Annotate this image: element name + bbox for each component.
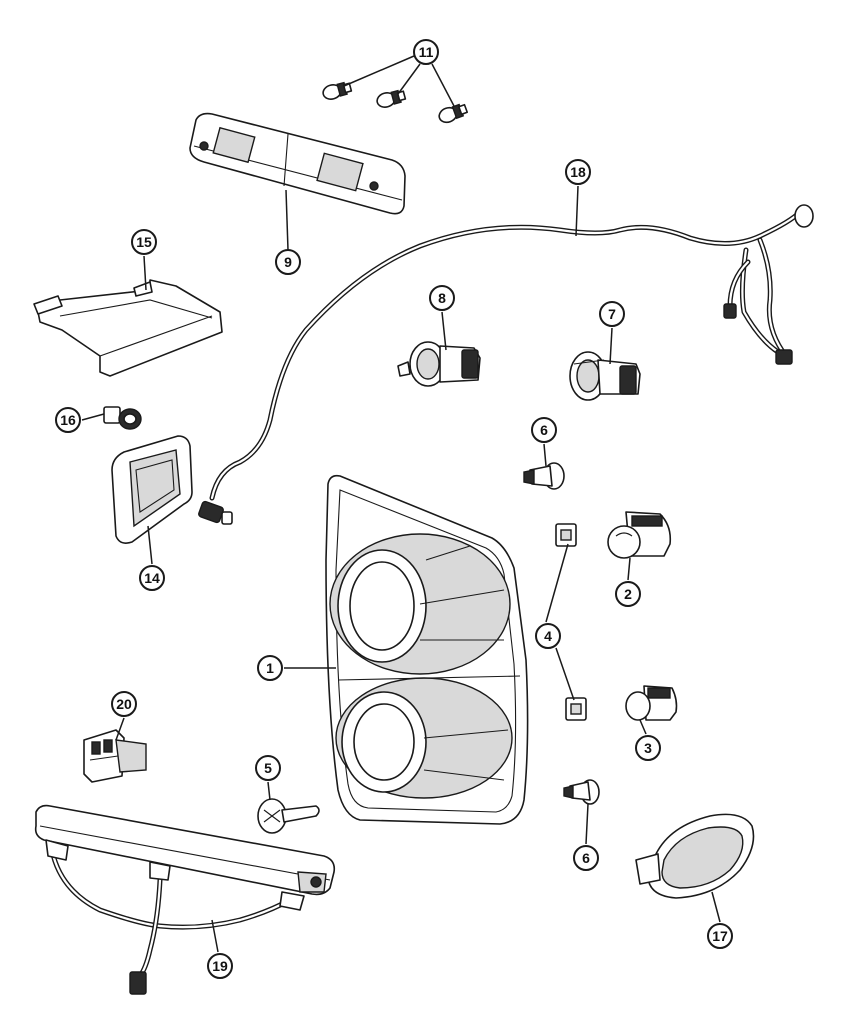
callout-6-lower-label: 6 (582, 850, 590, 866)
callout-7: 7 (599, 301, 625, 327)
bulb-part-3 (625, 685, 678, 721)
callout-15-label: 15 (136, 234, 152, 250)
callout-16-label: 16 (60, 412, 76, 428)
callout-6-upper-label: 6 (540, 422, 548, 438)
socket-part-16 (103, 406, 142, 430)
callout-6-lower: 6 (573, 845, 599, 871)
callout-17: 17 (707, 923, 733, 949)
callout-20-label: 20 (116, 696, 132, 712)
clip-part-4-lower (565, 697, 587, 721)
callout-14: 14 (139, 565, 165, 591)
socket-part-7 (569, 351, 641, 401)
wiring-harness-part-18 (198, 204, 814, 525)
callout-15: 15 (131, 229, 157, 255)
callout-1-label: 1 (266, 660, 274, 676)
callout-18: 18 (565, 159, 591, 185)
callout-20: 20 (111, 691, 137, 717)
push-pin-part-6-lower (563, 779, 600, 805)
callout-1: 1 (257, 655, 283, 681)
callout-2-label: 2 (624, 586, 632, 602)
socket-part-8 (397, 341, 481, 387)
bezel-part-14 (111, 435, 193, 544)
cargo-lamp-part-9 (189, 112, 406, 215)
callout-19: 19 (207, 953, 233, 979)
callout-16: 16 (55, 407, 81, 433)
marker-lamp-part-17 (635, 813, 755, 899)
callout-17-label: 17 (712, 928, 728, 944)
callout-11-label: 11 (419, 44, 434, 60)
callout-3-label: 3 (644, 740, 652, 756)
callout-14-label: 14 (144, 570, 160, 586)
callout-5-label: 5 (264, 760, 272, 776)
push-pin-part-6-upper (523, 462, 565, 490)
callout-2: 2 (615, 581, 641, 607)
callout-11: 11 (413, 39, 439, 65)
callout-6-upper: 6 (531, 417, 557, 443)
screw-part-5 (257, 798, 320, 834)
bulb-part-11 (322, 81, 469, 124)
callout-19-label: 19 (212, 958, 228, 974)
callout-18-label: 18 (570, 164, 586, 180)
callout-4-label: 4 (544, 628, 552, 644)
clip-part-4-upper (555, 523, 577, 547)
callout-7-label: 7 (608, 306, 616, 322)
callout-8-label: 8 (438, 290, 446, 306)
bracket-part-15 (33, 279, 223, 377)
callout-3: 3 (635, 735, 661, 761)
connector-part-20 (83, 729, 147, 783)
callout-5: 5 (255, 755, 281, 781)
bulb-part-2 (607, 511, 672, 559)
license-lamp-bar-part-19 (34, 804, 336, 995)
callout-9-label: 9 (284, 254, 292, 270)
tail-lamp-part-1 (325, 474, 529, 825)
callout-9: 9 (275, 249, 301, 275)
callout-8: 8 (429, 285, 455, 311)
leader-lines (81, 55, 721, 953)
callout-4: 4 (535, 623, 561, 649)
